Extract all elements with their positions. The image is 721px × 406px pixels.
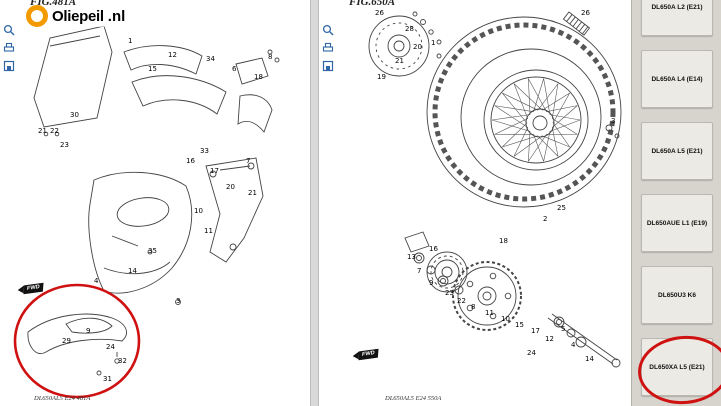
part-number-label: 12 xyxy=(545,335,554,343)
part-number-label: 3 xyxy=(611,117,616,125)
part-number-label: 9 xyxy=(86,327,91,335)
sidebar-model-item[interactable]: DL650AUE L1 (E19) xyxy=(641,194,713,252)
part-number-label: 16 xyxy=(186,157,195,165)
figure-label: FIG.650A xyxy=(349,0,396,8)
zoom-icon[interactable] xyxy=(322,24,334,36)
panel-divider xyxy=(310,0,319,406)
part-number-label: 22 xyxy=(457,297,466,305)
part-number-label: 14 xyxy=(128,267,137,275)
part-number-label: 18 xyxy=(499,237,508,245)
part-number-label: 1 xyxy=(128,37,133,45)
sidebar-model-item[interactable]: DL650U3 K6 xyxy=(641,266,713,324)
part-number-label: 26 xyxy=(581,9,590,17)
rear-wheel-diagram xyxy=(368,11,622,368)
part-number-label: 17 xyxy=(531,327,540,335)
part-number-label: 34 xyxy=(206,55,215,63)
part-number-label: 17 xyxy=(210,167,219,175)
rear-wheel-panel: FIG.650A xyxy=(319,0,631,406)
part-number-label: 35 xyxy=(148,247,157,255)
diagram-caption: DL650AL5 E24 550A xyxy=(385,395,442,402)
part-number-label: 10 xyxy=(501,315,510,323)
part-number-label: 23 xyxy=(445,289,454,297)
part-number-label: 7 xyxy=(246,157,251,165)
part-number-label: 13 xyxy=(407,253,416,261)
part-number-label: 3 xyxy=(176,297,181,305)
part-number-label: 16 xyxy=(429,245,438,253)
zoom-icon[interactable] xyxy=(3,24,15,36)
diagram-toolbar xyxy=(3,24,15,72)
sidebar-model-item[interactable]: DL650XA L5 (E21) xyxy=(641,338,713,396)
part-number-label: 8 xyxy=(471,303,476,311)
diagram-toolbar xyxy=(322,24,334,72)
highlight-red-circle xyxy=(13,283,141,399)
logo-ring-icon xyxy=(26,5,48,27)
part-number-label: 25 xyxy=(557,204,566,212)
model-sidebar: DL650A L2 (E21) DL650A L4 (E14) DL650A L5 … xyxy=(631,0,721,406)
part-number-label: 12 xyxy=(168,51,177,59)
part-number-label: 11 xyxy=(485,309,494,317)
front-fairing-diagram xyxy=(13,25,280,399)
part-number-label: 21 xyxy=(248,189,257,197)
print-icon[interactable] xyxy=(3,42,15,54)
diagram-caption: DL650AL5 E24 481A xyxy=(34,395,91,402)
part-number-label: 24 xyxy=(106,343,115,351)
part-number-label: 7 xyxy=(417,267,422,275)
part-number-label: 2 xyxy=(543,215,548,223)
part-number-label: 20 xyxy=(226,183,235,191)
part-number-label: 19 xyxy=(377,73,386,81)
part-number-label: 20 xyxy=(413,43,422,51)
part-number-label: 32 xyxy=(118,357,127,365)
part-number-label: 4 xyxy=(94,277,99,285)
save-icon[interactable] xyxy=(322,60,334,72)
part-number-label: 21 xyxy=(38,127,47,135)
logo-tld: .nl xyxy=(107,7,126,25)
sidebar-model-item[interactable]: DL650A L2 (E21) xyxy=(641,0,713,36)
part-number-label: 4 xyxy=(571,341,576,349)
part-number-label: 10 xyxy=(194,207,203,215)
site-logo: Oliepeil.nl xyxy=(26,5,130,27)
part-number-label: 30 xyxy=(70,111,79,119)
part-number-label: 31 xyxy=(103,375,112,383)
part-number-label: 29 xyxy=(62,337,71,345)
part-number-label: 8 xyxy=(268,53,273,61)
part-number-label: 15 xyxy=(148,65,157,73)
part-number-label: 18 xyxy=(254,73,263,81)
part-number-label: 11 xyxy=(204,227,213,235)
part-number-label: 24 xyxy=(527,349,536,357)
part-number-label: 1 xyxy=(431,39,436,47)
sidebar-model-item[interactable]: DL650A L4 (E14) xyxy=(641,50,713,108)
part-number-label: 23 xyxy=(60,141,69,149)
part-number-label: 26 xyxy=(375,9,384,17)
print-icon[interactable] xyxy=(322,42,334,54)
part-number-label: 33 xyxy=(200,147,209,155)
save-icon[interactable] xyxy=(3,60,15,72)
part-number-label: 6 xyxy=(232,65,237,73)
front-fairing-panel: FIG.481A Oliepeil.nl xyxy=(0,0,310,406)
part-number-label: 22 xyxy=(50,127,59,135)
logo-name: Oliepeil xyxy=(52,7,104,25)
part-number-label: 15 xyxy=(515,321,524,329)
part-number-label: 28 xyxy=(405,25,414,33)
part-number-label: 21 xyxy=(395,57,404,65)
part-number-label: 5 xyxy=(561,325,566,333)
sidebar-model-item[interactable]: DL650A L5 (E21) xyxy=(641,122,713,180)
figure-label: FIG.481A xyxy=(30,0,77,8)
part-number-label: 14 xyxy=(585,355,594,363)
part-number-label: 9 xyxy=(429,279,434,287)
